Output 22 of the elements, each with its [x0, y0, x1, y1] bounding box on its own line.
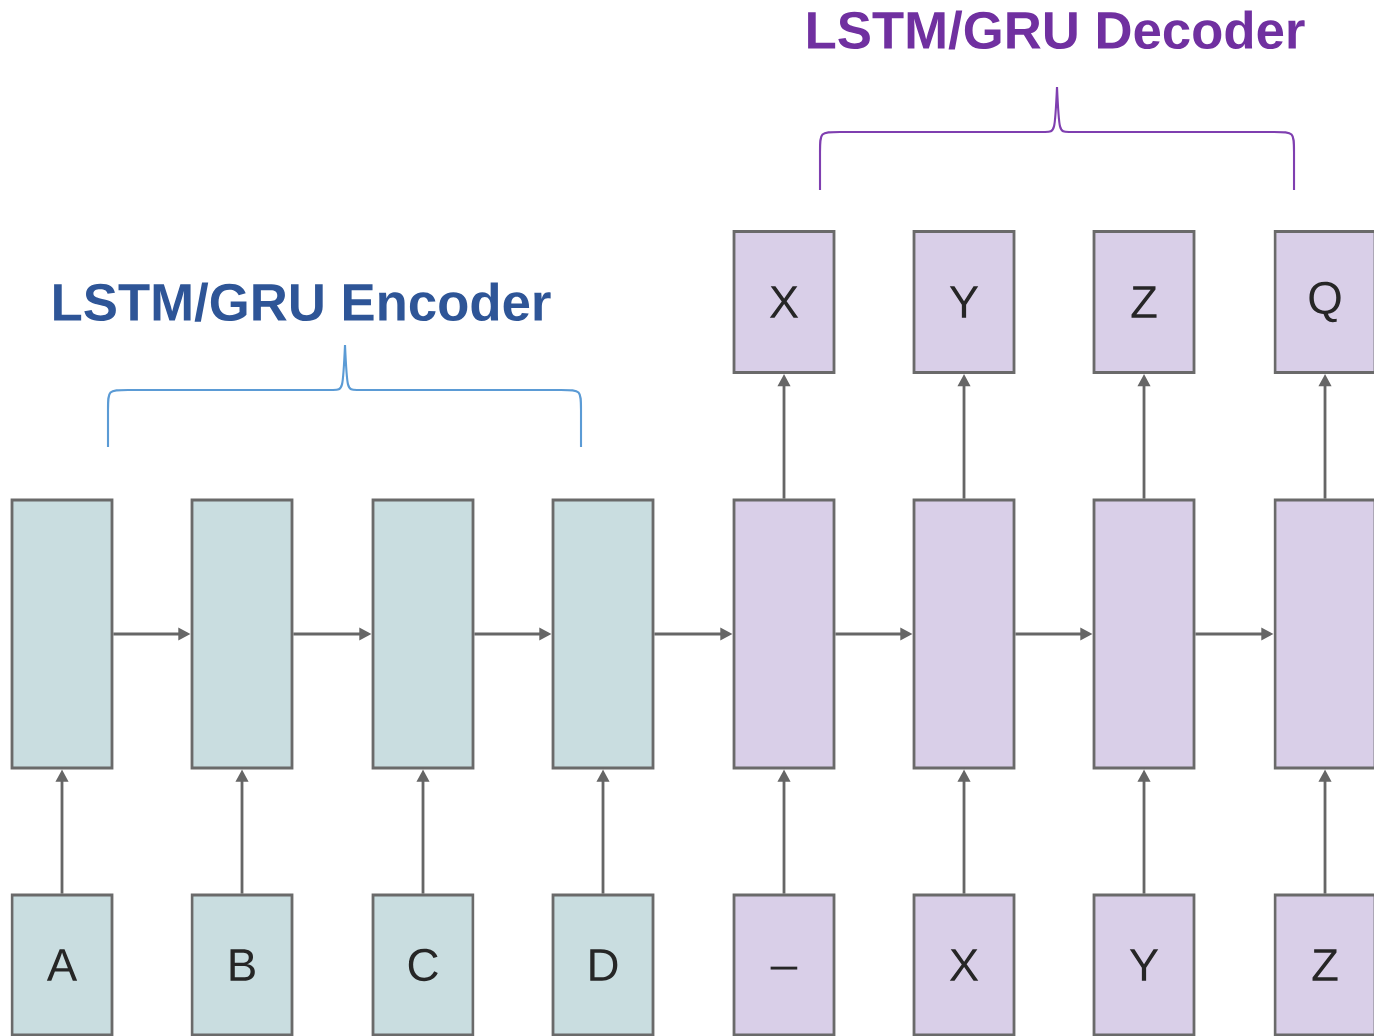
cell-box: [1273, 498, 1374, 770]
token-box: X: [732, 230, 836, 374]
cell-box: [190, 498, 294, 770]
cell-box: [10, 498, 114, 770]
token-box: A: [10, 893, 114, 1036]
cell-box: [551, 498, 655, 770]
token-box: _: [732, 893, 836, 1036]
cell-box: [732, 498, 836, 770]
token-box: B: [190, 893, 294, 1036]
token-box: Q: [1273, 230, 1374, 374]
cell-box: [912, 498, 1016, 770]
heading: LSTM/GRU Decoder: [808, 10, 1305, 50]
token-box: D: [551, 893, 655, 1036]
cell-box: [371, 498, 475, 770]
token-box: X: [912, 893, 1016, 1036]
token-box: C: [371, 893, 475, 1036]
token-box: Z: [1092, 230, 1196, 374]
heading: LSTM/GRU Encoder: [54, 282, 551, 322]
token-box: Y: [1092, 893, 1196, 1036]
token-box: Y: [912, 230, 1016, 374]
cell-box: [1092, 498, 1196, 770]
token-box: Z: [1273, 893, 1374, 1036]
